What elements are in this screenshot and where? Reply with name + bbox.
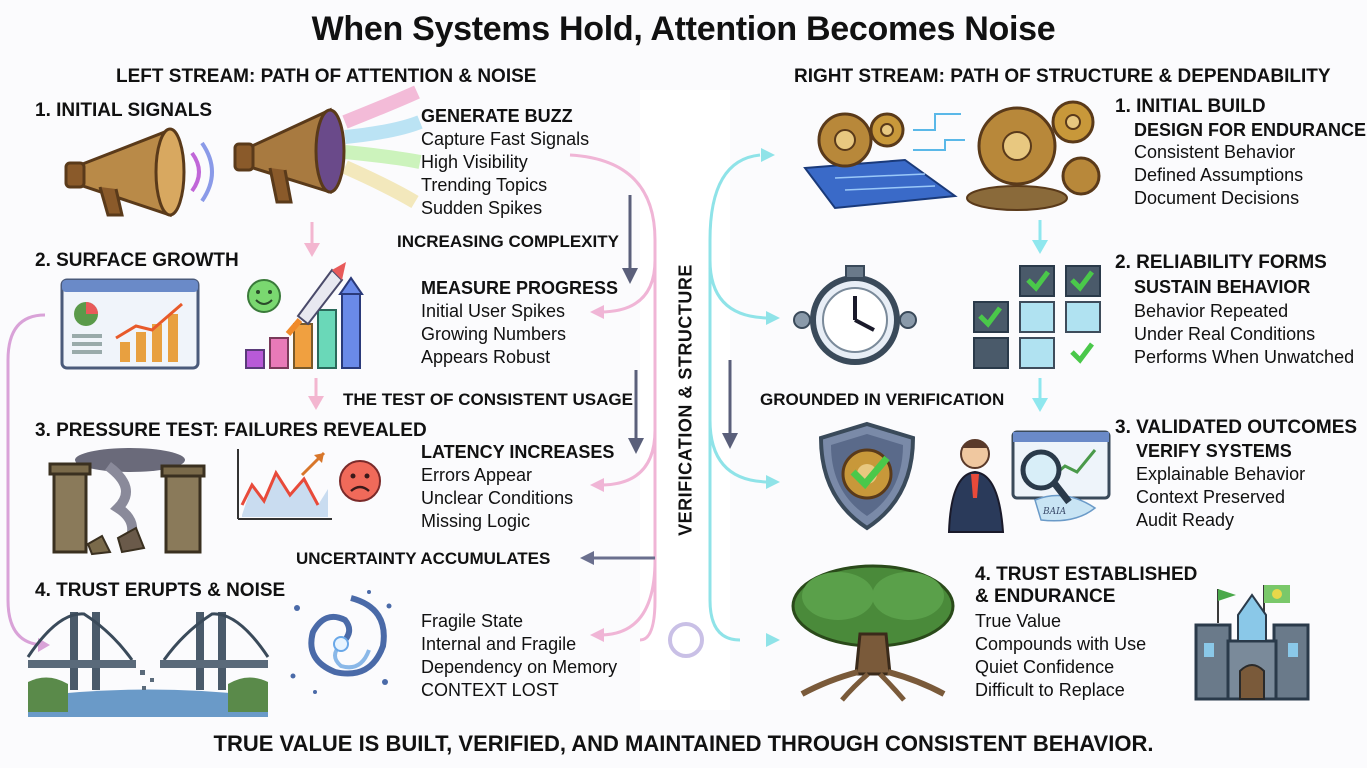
cyan-arrow-4: [766, 633, 780, 647]
left-step4-lines: Fragile State Internal and Fragile Depen…: [421, 611, 618, 700]
pink-flow-main: [569, 153, 657, 642]
megaphone-rainbow-icon: [233, 85, 423, 209]
left-step3-lines: Errors Appear Unclear Conditions Missing…: [421, 465, 574, 531]
checked-cubes-icon: [973, 265, 1101, 369]
right-step3-head: VERIFY SYSTEMS: [1136, 441, 1292, 461]
gears-blueprint-icon: [803, 100, 1101, 211]
left-step1-lines: Capture Fast Signals High Visibility Tre…: [421, 129, 590, 218]
left-step4-label: 4. TRUST ERUPTS & NOISE: [35, 580, 286, 601]
left-step3-head: LATENCY INCREASES: [421, 442, 615, 462]
cyan-down-arrow-2: [1032, 398, 1048, 412]
left-step2-head: MEASURE PROGRESS: [421, 278, 619, 298]
cyan-flow-3: [708, 419, 771, 484]
right-step3-lines: Explainable Behavior Context Preserved A…: [1136, 464, 1306, 530]
cyan-arrow-2: [766, 311, 780, 325]
auditor-magnifier-icon: BAIA: [947, 430, 1111, 533]
center-vertical-label: VERIFICATION & STRUCTURE: [675, 264, 696, 536]
dark-left-arrow: [580, 551, 594, 565]
left-step1-label: 1. INITIAL SIGNALS: [35, 100, 213, 121]
right-step4-label: 4. TRUST ESTABLISHED: [975, 564, 1198, 585]
right-stream-heading: RIGHT STREAM: PATH OF STRUCTURE & DEPEND…: [794, 66, 1331, 87]
left-stream-heading: LEFT STREAM: PATH OF ATTENTION & NOISE: [116, 66, 537, 87]
pink-loop-left: [6, 313, 46, 647]
pink-down-arrow-2: [308, 396, 324, 410]
right-step2-lines: Behavior Repeated Under Real Conditions …: [1134, 301, 1355, 367]
pink-arrow-4: [590, 628, 604, 642]
pink-arrow-3: [590, 478, 604, 492]
connector-uncertainty: UNCERTAINTY ACCUMULATES: [296, 549, 551, 568]
connector-increasing-complexity: INCREASING COMPLEXITY: [397, 232, 619, 251]
right-step4-lines: True Value Compounds with Use Quiet Conf…: [975, 611, 1147, 700]
connector-grounded: GROUNDED IN VERIFICATION: [760, 390, 1005, 409]
right-step1-lines: Consistent Behavior Defined Assumptions …: [1134, 142, 1304, 208]
cyan-arrow-3: [766, 475, 780, 489]
pink-flow-3: [599, 429, 657, 487]
cyan-flow-main: [708, 153, 761, 642]
right-step2-label: 2. RELIABILITY FORMS: [1115, 252, 1327, 273]
pink-down-arrow-1: [304, 243, 320, 257]
dark-down-arrow-2: [628, 438, 644, 454]
castle-flag-icon: [1194, 585, 1310, 701]
left-step2-label: 2. SURFACE GROWTH: [35, 250, 239, 271]
cyan-arrow-1: [761, 148, 775, 162]
right-step4-head: & ENDURANCE: [975, 586, 1116, 607]
right-step1-head: DESIGN FOR ENDURANCE: [1134, 120, 1367, 140]
rooted-tree-icon: [791, 564, 955, 702]
footer-statement: TRUE VALUE IS BUILT, VERIFIED, AND MAINT…: [213, 731, 1154, 756]
failure-chart-icon: [237, 449, 381, 520]
dark-down-arrow-1: [622, 268, 638, 284]
rocket-growth-icon: [245, 262, 364, 369]
ruins-tornado-icon: [48, 448, 206, 556]
spiral-vortex-icon: [290, 590, 392, 694]
right-step2-head: SUSTAIN BEHAVIOR: [1134, 277, 1311, 297]
right-step3-label: 3. VALIDATED OUTCOMES: [1115, 417, 1358, 438]
broken-bridge-icon: [26, 612, 270, 717]
right-step1-label: 1. INITIAL BUILD: [1115, 96, 1266, 117]
pink-flow-2: [599, 259, 657, 314]
pink-flow-4: [599, 559, 657, 637]
pink-arrow-2: [590, 305, 604, 319]
left-step1-head: GENERATE BUZZ: [421, 106, 573, 126]
cyan-flow-2: [708, 259, 771, 320]
left-step3-label: 3. PRESSURE TEST: FAILURES REVEALED: [35, 420, 427, 441]
chart-stamp-label: BAIA: [1042, 507, 1067, 517]
megaphone-icon: [64, 127, 214, 218]
center-node: [668, 622, 704, 658]
cyan-down-arrow-1: [1032, 240, 1048, 254]
dashboard-chart-icon: [60, 278, 200, 370]
left-step2-lines: Initial User Spikes Growing Numbers Appe…: [421, 301, 567, 367]
shield-check-icon: [818, 421, 916, 531]
stopwatch-icon: [793, 265, 917, 365]
connector-test-usage: THE TEST OF CONSISTENT USAGE: [343, 390, 633, 409]
page-title: When Systems Hold, Attention Becomes Noi…: [311, 10, 1056, 48]
dark-down-arrow-3: [722, 433, 738, 449]
